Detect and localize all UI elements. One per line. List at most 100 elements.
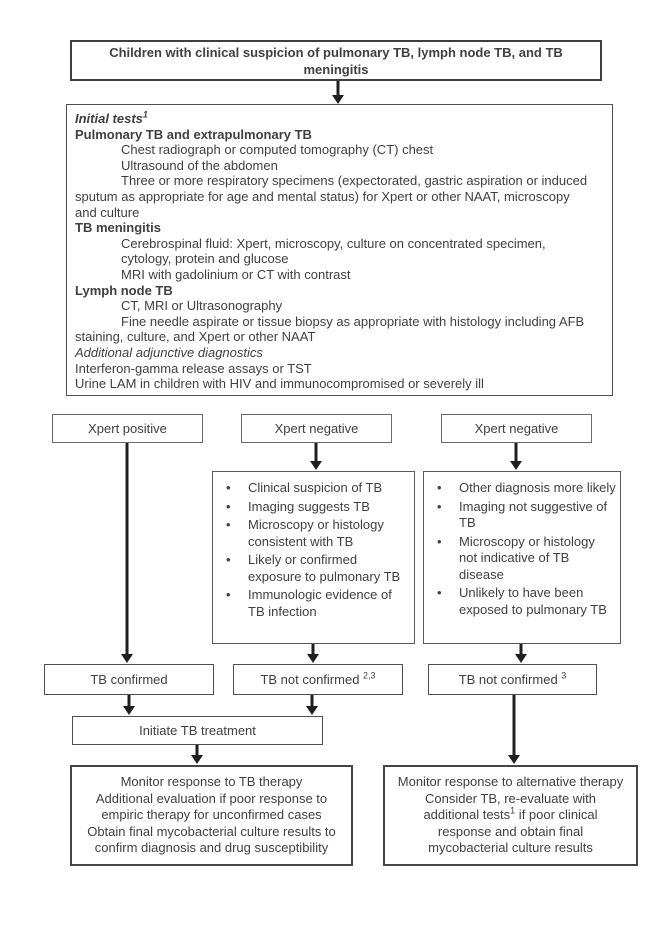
arrow-down-icon <box>306 706 318 715</box>
bullet-item: • Clinical suspicion of TB <box>213 479 410 498</box>
bullet-text: Immunologic evidence of TB infection <box>248 587 392 619</box>
tb-confirmed-box: TB confirmed <box>44 664 214 695</box>
bullet-item: •Immunologic evidence of TB infection <box>213 586 410 621</box>
arrow-down-icon <box>191 755 203 764</box>
initial-tests-line: Urine LAM in children with HIV and immun… <box>75 376 484 392</box>
arrow-shaft <box>195 745 199 757</box>
arrow-xpert-positive-to-tb-confirmed <box>120 443 134 663</box>
bullet-icon: • <box>226 552 231 567</box>
initial-tests-line: Initial tests1 <box>75 109 148 126</box>
arrow-xpert-negative-middle-to-criteria <box>309 443 323 470</box>
arrow-down-icon <box>508 755 520 764</box>
initial-tests-line: cytology, protein and glucose <box>121 251 289 267</box>
arrow-not-confirmed-right-to-monitor <box>507 695 521 764</box>
bullet-icon: • <box>437 585 442 600</box>
xpert-negative-right-box: Xpert negative <box>441 414 592 443</box>
tb-not-confirmed-middle-box: TB not confirmed 2,3 <box>233 664 403 695</box>
initial-tests-line: Fine needle aspirate or tissue biopsy as… <box>121 313 585 329</box>
bullet-icon: • <box>437 480 442 495</box>
monitor-line: mycobacterial culture results <box>428 840 593 856</box>
monitor-line: empiric therapy for unconfirmed cases <box>101 807 322 823</box>
arrow-down-icon <box>307 654 319 663</box>
bullet-text: Imaging suggests TB <box>248 498 370 514</box>
arrow-shaft <box>127 695 131 708</box>
bullet-icon: • <box>226 517 231 532</box>
tb-confirmed-label: TB confirmed <box>90 672 168 687</box>
bullet-item: •Likely or confirmed exposure to pulmona… <box>213 551 410 586</box>
arrow-down-icon <box>510 461 522 470</box>
bullet-icon: • <box>437 533 442 549</box>
bullet-item: • Other diagnosis more likely <box>424 479 616 498</box>
initial-tests-line: CT, MRI or Ultrasonography <box>121 298 283 314</box>
arrow-tb-confirmed-to-treatment <box>122 695 136 715</box>
arrow-not-confirmed-middle-to-treatment <box>305 695 319 715</box>
arrow-criteria-middle-to-not-confirmed <box>306 644 320 663</box>
initiate-treatment-label: Initiate TB treatment <box>139 723 256 738</box>
initial-tests-line: Ultrasound of the abdomen <box>121 157 278 173</box>
arrow-shaft <box>519 644 523 656</box>
footnote-marker: 2,3 <box>363 670 376 681</box>
bullet-icon: • <box>226 480 231 495</box>
bullet-text: Imaging not suggestive of TB <box>459 498 608 531</box>
arrow-shaft <box>310 695 314 708</box>
initial-tests-line: staining, culture, and Xpert or other NA… <box>75 329 316 345</box>
arrow-treatment-to-monitor <box>190 745 204 764</box>
xpert-negative-right-label: Xpert negative <box>474 421 559 436</box>
xpert-negative-middle-label: Xpert negative <box>274 421 359 436</box>
bullet-text: Other diagnosis more likely <box>459 480 616 495</box>
monitor-line: Monitor response to TB therapy <box>120 774 303 789</box>
initial-tests-line: Additional adjunctive diagnostics <box>75 344 263 360</box>
initial-tests-line: Interferon-gamma release assays or TST <box>75 360 312 376</box>
arrow-down-icon <box>121 654 133 663</box>
arrow-shaft <box>314 443 318 463</box>
initial-tests-line: sputum as appropriate for age and mental… <box>75 188 570 204</box>
arrow-shaft <box>125 443 129 656</box>
footnote-marker: 3 <box>561 670 567 681</box>
top-box: Children with clinical suspicion of pulm… <box>70 40 602 81</box>
criteria-unlikely-box: • Other diagnosis more likely • Imaging not… <box>423 471 621 644</box>
arrow-criteria-right-to-not-confirmed <box>514 644 528 663</box>
initial-tests-line: MRI with gadolinium or CT with contrast <box>121 266 351 282</box>
arrow-down-icon <box>123 706 135 715</box>
bullet-text: Unlikely to have been exposed to pulmona… <box>459 585 607 617</box>
bullet-item: • Microscopy or histology consistent with… <box>213 516 410 551</box>
monitor-line: Additional evaluation if poor response t… <box>95 790 328 806</box>
initial-tests-line: Three or more respiratory specimens (exp… <box>121 173 588 189</box>
footnote-marker: 1 <box>142 109 148 120</box>
arrow-down-icon <box>515 654 527 663</box>
arrow-xpert-negative-right-to-criteria <box>509 443 523 470</box>
bullet-icon: • <box>437 498 442 514</box>
monitor-line: Obtain final mycobacterial culture resul… <box>87 823 336 839</box>
bullet-text: Microscopy or histology not indicative o… <box>459 533 595 582</box>
xpert-positive-box: Xpert positive <box>52 414 203 443</box>
arrow-top-to-initial-tests <box>331 81 345 104</box>
monitor-line: Consider TB, re-evaluate with <box>424 790 596 806</box>
bullet-text: Clinical suspicion of TB <box>248 480 383 495</box>
arrow-shaft <box>336 81 340 97</box>
initiate-treatment-box: Initiate TB treatment <box>72 716 323 745</box>
arrow-down-icon <box>310 461 322 470</box>
xpert-positive-label: Xpert positive <box>88 421 167 436</box>
bullet-text: Microscopy or histology consistent with … <box>248 517 384 549</box>
monitor-line: response and obtain final <box>437 823 584 839</box>
initial-tests-line: Lymph node TB <box>75 282 173 298</box>
initial-tests-line: Chest radiograph or computed tomography … <box>121 142 434 158</box>
bullet-item: •Imaging suggests TB <box>213 498 410 517</box>
arrow-shaft <box>514 443 518 463</box>
criteria-suggestive-box: •Clinical suspicion of TB•Imaging sugges… <box>212 471 415 644</box>
initial-tests-line: Cerebrospinal fluid: Xpert, microscopy, … <box>121 235 546 251</box>
initial-tests-line: and culture <box>75 204 140 220</box>
tb-not-confirmed-middle-label: TB not confirmed 2,3 <box>260 670 376 687</box>
arrow-shaft <box>512 695 516 757</box>
bullet-item: • Imaging not suggestive of TB <box>424 498 616 533</box>
arrow-shaft <box>311 644 315 656</box>
tb-not-confirmed-right-box: TB not confirmed 3 <box>428 664 597 695</box>
initial-tests-line: TB meningitis <box>75 220 161 236</box>
tb-not-confirmed-right-label: TB not confirmed 3 <box>458 670 567 687</box>
footnote-marker: 1 <box>510 805 516 816</box>
top-box-title: Children with clinical suspicion of pulm… <box>109 44 563 77</box>
monitor-line: Monitor response to alternative therapy <box>397 774 624 789</box>
